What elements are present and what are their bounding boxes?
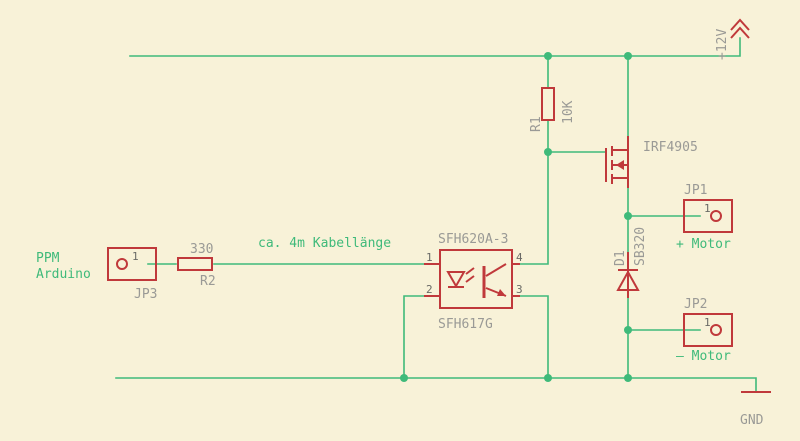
junction-dot — [544, 148, 552, 156]
optocoupler-u1: 1 2 3 4 SFH620A-3 SFH617G — [424, 232, 523, 332]
junction-dot — [624, 52, 632, 60]
r1-value-label: 10K — [561, 100, 576, 124]
jp3-pin-number: 1 — [132, 250, 139, 263]
jp3-pad — [116, 258, 128, 270]
d1-value-label: SB320 — [633, 227, 648, 266]
supply-label: +12V — [715, 29, 730, 60]
connector-jp3: 1 JP3 — [107, 247, 157, 302]
jp1-pad — [710, 210, 722, 222]
jp2-desc-label: – Motor — [676, 349, 731, 364]
opto-top-label: SFH620A-3 — [438, 232, 508, 247]
connector-jp2: 1 JP2 – Motor — [676, 297, 733, 364]
opto-pin1-number: 1 — [426, 251, 433, 264]
ppm-label-line2: Arduino — [36, 267, 91, 282]
junction-dot — [624, 212, 632, 220]
supply-symbol: +12V — [715, 18, 750, 60]
junction-dot — [624, 326, 632, 334]
d1-name-label: D1 — [613, 250, 628, 266]
resistor-r2: 330 R2 — [177, 242, 216, 289]
jp2-name-label: JP2 — [684, 297, 707, 312]
ground-symbol: GND — [740, 391, 771, 428]
jp1-pin-number: 1 — [704, 202, 711, 215]
opto-bottom-label: SFH617G — [438, 317, 493, 332]
junction-dot — [624, 374, 632, 382]
supply-rail — [129, 37, 741, 57]
opto-pin2-wire — [403, 295, 425, 379]
junctions — [400, 52, 632, 382]
mosfet-label: IRF4905 — [643, 140, 698, 155]
ppm-label-line1: PPM — [36, 251, 60, 266]
jp3-name-label: JP3 — [134, 287, 157, 302]
junction-dot — [400, 374, 408, 382]
r1-name-label: R1 — [529, 116, 544, 132]
junction-dot — [544, 374, 552, 382]
jp1-desc-label: + Motor — [676, 237, 731, 252]
opto-pin4-number: 4 — [516, 251, 523, 264]
r2-name-label: R2 — [200, 274, 216, 289]
jp1-name-label: JP1 — [684, 183, 707, 198]
resistor-r1: R1 10K — [529, 87, 576, 132]
opto-pin3-number: 3 — [516, 283, 523, 296]
ground-rail — [115, 377, 757, 393]
mosfet-q1: IRF4905 — [605, 136, 698, 188]
opto-pin2-number: 2 — [426, 283, 433, 296]
r2-value-label: 330 — [190, 242, 213, 257]
opto-pin3-wire — [511, 295, 549, 379]
junction-dot — [544, 52, 552, 60]
connector-jp1: 1 JP1 + Motor — [676, 183, 733, 252]
jp2-pad — [710, 324, 722, 336]
cable-note: ca. 4m Kabellänge — [258, 236, 391, 251]
r1-bottom-wire — [511, 119, 549, 265]
jp2-pin-number: 1 — [704, 316, 711, 329]
gnd-label: GND — [740, 413, 764, 428]
wires — [115, 37, 757, 393]
diode-d1: D1 SB320 — [613, 227, 648, 298]
